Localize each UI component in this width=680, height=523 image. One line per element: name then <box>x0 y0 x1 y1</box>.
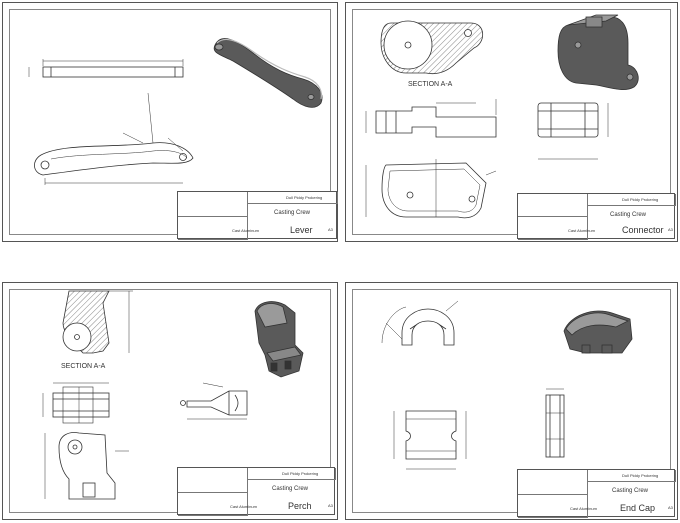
drawing-subtitle: Casting Crew <box>272 486 309 492</box>
lever-hole-left <box>40 160 50 170</box>
sheet-border <box>9 289 331 513</box>
lever-drawing <box>28 38 323 185</box>
company-name: Dull Piddy Prokering <box>622 197 659 202</box>
drawing-sheet-endcap: Dull Piddy Prokering Casting Crew Cast A… <box>345 282 678 520</box>
endcap-end-view <box>381 300 459 346</box>
material-label: Cast Aluminum <box>570 506 597 511</box>
drawing-subtitle: Casting Crew <box>610 212 647 218</box>
perch-drawing <box>42 290 304 500</box>
material-label: Cast Aluminum <box>230 504 257 509</box>
drawing-title: Perch <box>288 501 312 511</box>
connector-end-view <box>537 102 609 160</box>
section-label: SECTION A-A <box>61 363 106 370</box>
sheet-size: A3 <box>668 505 673 510</box>
company-name: Dull Piddy Prokering <box>286 195 323 200</box>
drawing-subtitle: Casting Crew <box>274 210 311 216</box>
company-name: Dull Piddy Prokering <box>282 471 319 476</box>
endcap-front-view <box>393 410 467 470</box>
sheet-size: A3 <box>668 227 673 232</box>
endcap-drawing <box>381 300 633 470</box>
perch-side-view <box>180 382 248 420</box>
connector-isometric <box>557 14 639 90</box>
title-block-lever: Dull Piddy Prokering Casting Crew Cast A… <box>177 191 338 240</box>
title-block-perch: Dull Piddy Prokering Casting Crew Cast A… <box>177 467 336 516</box>
connector-section-view <box>380 20 484 75</box>
drawing-title: Lever <box>290 225 313 235</box>
lever-top-view <box>42 66 184 78</box>
endcap-isometric <box>563 310 633 354</box>
title-block-endcap: Dull Piddy Prokering Casting Crew Cast A… <box>517 469 676 518</box>
drawing-subtitle: Casting Crew <box>612 488 649 494</box>
section-label: SECTION A-A <box>408 81 453 88</box>
drawing-title: Connector <box>622 225 664 235</box>
connector-drawing <box>365 14 639 219</box>
sheet-border <box>352 289 671 513</box>
material-label: Cast Aluminum <box>568 228 595 233</box>
sheet-size: A3 <box>328 503 333 508</box>
sheet-border <box>352 9 671 235</box>
sheet-border <box>9 9 331 235</box>
connector-front-view <box>365 159 497 219</box>
lever-side-view <box>34 142 194 176</box>
material-label: Cast Aluminum <box>232 228 259 233</box>
lever-hole-right <box>179 153 187 161</box>
drawing-title: End Cap <box>620 503 656 513</box>
endcap-side-view <box>545 388 565 458</box>
connector-top-view <box>365 99 497 138</box>
perch-front-view <box>44 432 129 500</box>
perch-top-view <box>42 382 110 424</box>
perch-section-view <box>62 290 133 354</box>
company-name: Dull Piddy Prokering <box>622 473 659 478</box>
lever-isometric <box>213 38 323 108</box>
drawing-sheet-perch: SECTION A-A Dull Piddy Prokering Casting… <box>2 282 338 520</box>
perch-isometric <box>254 301 304 378</box>
drawing-sheet-connector: SECTION A-A Dull Piddy Prokering Casting… <box>345 2 678 242</box>
drawing-sheet-lever: Dull Piddy Prokering Casting Crew Cast A… <box>2 2 338 242</box>
title-block-connector: Dull Piddy Prokering Casting Crew Cast A… <box>517 193 676 240</box>
sheet-size: A3 <box>328 227 333 232</box>
